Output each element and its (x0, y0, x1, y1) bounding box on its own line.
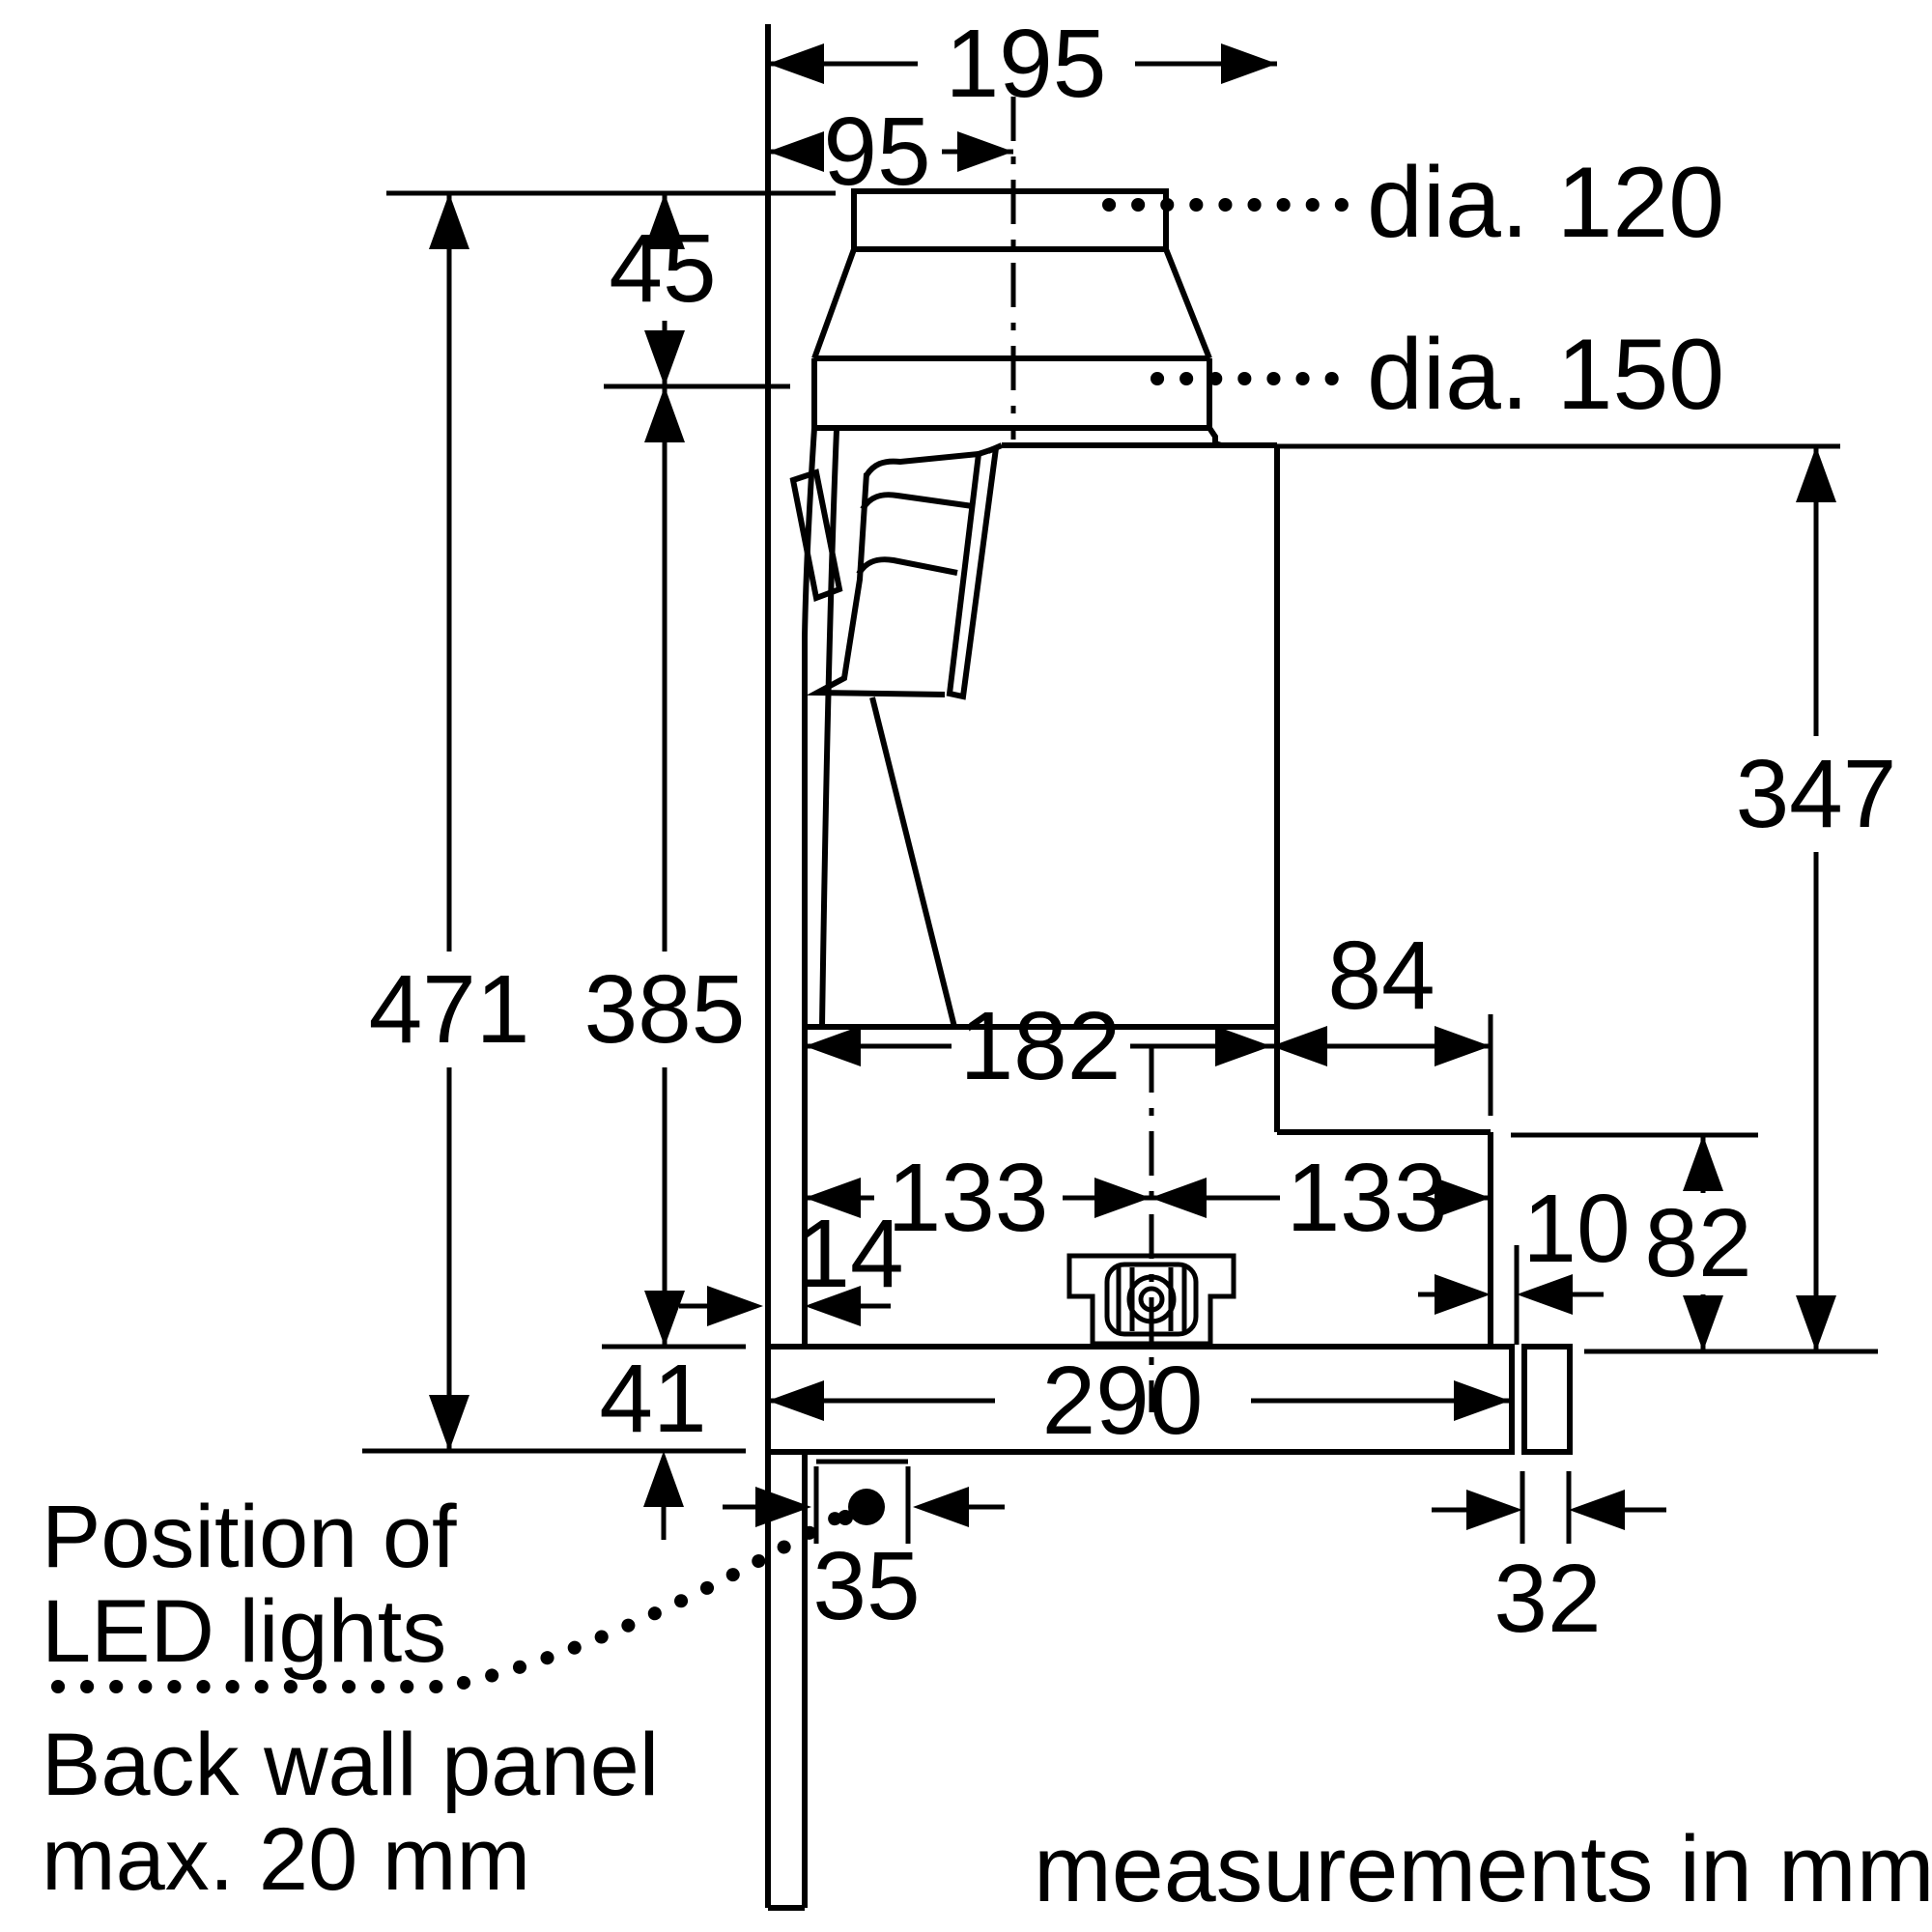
duct-taper (811, 247, 1212, 360)
blower-scroll-front (819, 429, 839, 1028)
visor-front-strip (1521, 1344, 1573, 1455)
dim-95-value: 95 (823, 98, 930, 206)
led-note-line2: LED lights (42, 1582, 446, 1681)
reference-lines (362, 190, 1878, 1544)
vane-1 (864, 451, 980, 477)
led-position-dot (848, 1489, 885, 1525)
label-dia-150: dia. 150 (1367, 319, 1724, 431)
diameter-labels: dia. 120 dia. 150 (1102, 147, 1724, 431)
visor (765, 1344, 1573, 1455)
dim-45: 45 (609, 193, 717, 386)
led-position-dot-tail (838, 1510, 853, 1525)
dim-471-value: 471 (369, 955, 530, 1064)
dim-45-value: 45 (609, 214, 716, 323)
blower-and-flaps (789, 429, 1000, 1028)
front-frame-strip (946, 443, 1000, 700)
wall-note-line2: max. 20 mm (42, 1810, 530, 1909)
duct-collar-120 (851, 188, 1169, 252)
wall-and-back-panel (765, 24, 808, 1911)
dim-471: 471 (369, 193, 530, 1451)
dim-84: 84 (1271, 922, 1491, 1066)
dim-41-value: 41 (599, 1345, 706, 1453)
dim-182: 182 (805, 992, 1271, 1100)
dim-182-value: 182 (960, 992, 1122, 1100)
ticks-32 (1520, 1471, 1572, 1544)
body-front-and-step (1274, 445, 1493, 1347)
dim-35-value: 35 (812, 1532, 920, 1640)
outer-flap (789, 469, 843, 603)
dim-195: 195 (768, 10, 1277, 118)
dim-133-left: 133 (805, 1144, 1151, 1252)
led-marker (813, 1459, 911, 1544)
damper-bracket (1066, 1253, 1236, 1347)
dim-82-value: 82 (1644, 1189, 1751, 1297)
dim-35: 35 (723, 1487, 1005, 1640)
dim-347: 347 (1736, 446, 1897, 1351)
dim-14-value: 14 (796, 1200, 903, 1308)
vane-housing-outline (806, 472, 946, 697)
led-note: Position of LED lights (42, 1488, 845, 1693)
back-panel-column (768, 1452, 808, 1911)
units-note: measurements in mm (1034, 1816, 1932, 1921)
wall-panel-note: Back wall panel max. 20 mm (42, 1716, 659, 1909)
vane-2 (860, 492, 974, 511)
duct-assembly (811, 97, 1222, 448)
led-cutout (813, 1459, 911, 1544)
dim-385-value: 385 (584, 955, 746, 1064)
dim-41: 41 (599, 1345, 707, 1540)
blower-front-slant (869, 696, 957, 1028)
dim-82: 82 (1644, 1135, 1752, 1351)
dim-195-value: 195 (946, 10, 1107, 118)
dim-133-right: 133 (1151, 1144, 1491, 1252)
dim-133r-value: 133 (1287, 1144, 1448, 1252)
dim-10: 10 (1418, 1175, 1631, 1315)
damper-ribs (1116, 1267, 1187, 1331)
damper-unit (1066, 1048, 1236, 1412)
led-note-line1: Position of (42, 1488, 457, 1586)
dim-10-value: 10 (1522, 1175, 1630, 1283)
led-leader-diagonal (457, 1510, 845, 1690)
dim-290: 290 (768, 1347, 1510, 1455)
dim-95: 95 (768, 98, 1013, 206)
visor-bar (765, 1344, 1515, 1455)
dim-84-value: 84 (1327, 922, 1435, 1030)
label-dia-120: dia. 120 (1367, 147, 1724, 259)
wall-note-line1: Back wall panel (42, 1716, 659, 1814)
vane-3 (856, 556, 958, 576)
dim-32: 32 (1432, 1490, 1666, 1653)
dim-347-value: 347 (1736, 740, 1897, 848)
dim-14: 14 (679, 1200, 904, 1326)
dim-290-value: 290 (1042, 1347, 1204, 1455)
dim-32-value: 32 (1493, 1545, 1601, 1653)
dim-133l-value: 133 (888, 1144, 1049, 1252)
dim-385: 385 (584, 386, 746, 1347)
